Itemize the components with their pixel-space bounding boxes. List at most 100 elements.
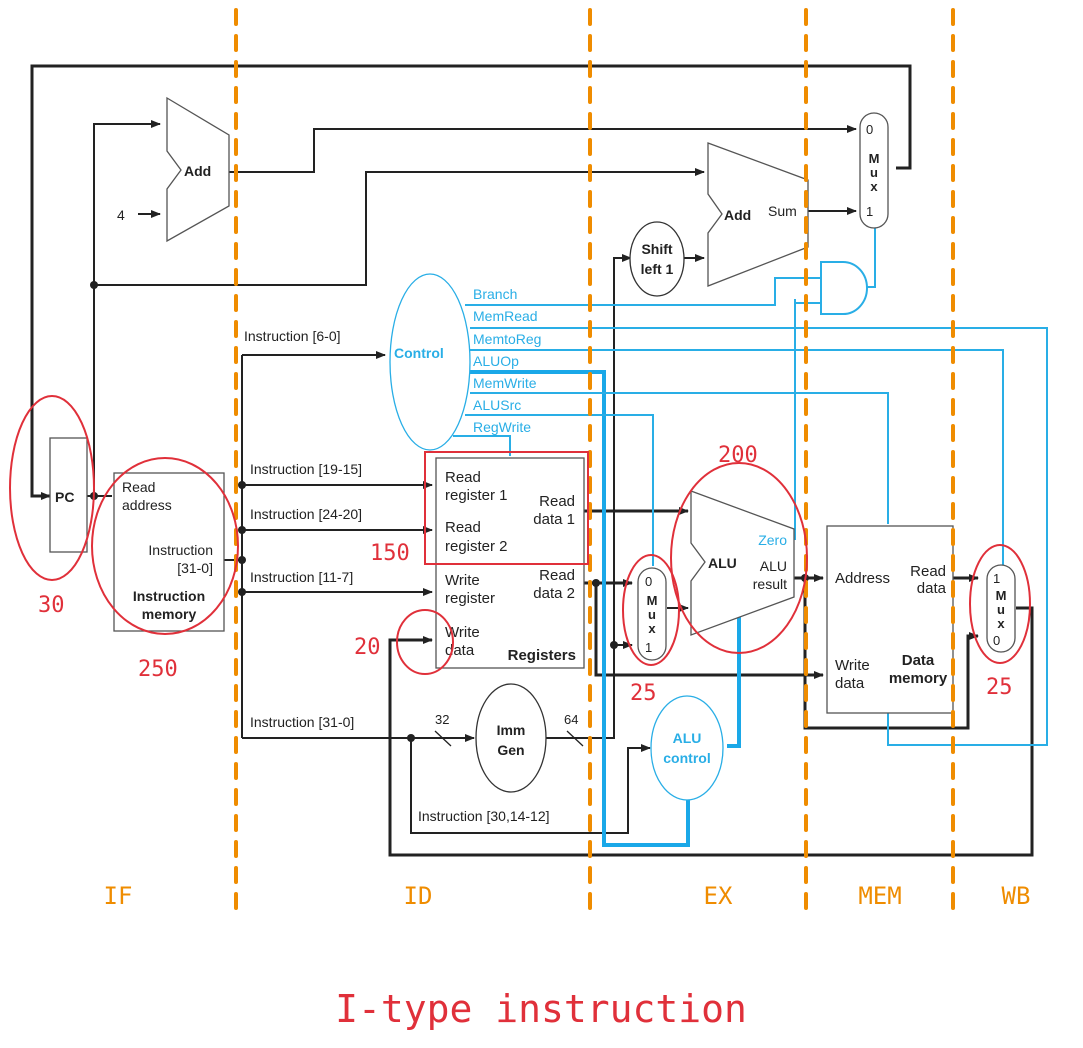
reg-read-register-1-label: Read <box>445 469 481 486</box>
im-instruction-bits-label: [31-0] <box>177 560 213 576</box>
pc-mux-input-1: 1 <box>866 204 873 219</box>
shift-left-unit[interactable] <box>629 221 685 297</box>
pc-adder-label: Add <box>184 163 211 179</box>
dm-name-label-2: memory <box>889 670 948 687</box>
imem-highlight <box>91 457 239 635</box>
bus-width-in: 32 <box>435 712 449 727</box>
shift-left-label-2: left 1 <box>641 261 674 277</box>
pc-label: PC <box>55 489 74 505</box>
reg-write-data-label: Write <box>445 624 480 641</box>
latency-wb-mux: 25 <box>986 675 1013 700</box>
alu[interactable] <box>690 490 795 636</box>
alu-control-label-2: control <box>663 750 710 766</box>
junction-dot <box>238 556 246 564</box>
control-unit[interactable] <box>389 273 471 451</box>
pc-highlight <box>9 395 95 581</box>
wire-memread <box>470 327 1048 746</box>
stage-labels: IF ID EX MEM WB <box>104 882 1031 910</box>
stage-dividers <box>234 8 955 922</box>
wire-and-to-mux <box>866 225 876 288</box>
mux-letter: x <box>997 616 1005 631</box>
alu-mux-highlight <box>622 554 680 666</box>
wb-mux-highlight <box>969 544 1031 664</box>
latency-register-read: 150 <box>370 541 410 566</box>
reg-write-highlight <box>396 609 454 675</box>
mux-letter: x <box>870 179 878 194</box>
bus-slash-32 <box>434 730 452 747</box>
alu-control-unit[interactable] <box>650 695 724 801</box>
stage-mem-label: MEM <box>858 882 901 910</box>
latency-register-write: 20 <box>354 635 381 660</box>
im-read-address-label: Read <box>122 479 155 495</box>
reg-read-highlight <box>424 451 589 565</box>
pc-mux[interactable] <box>859 112 889 229</box>
stage-ex-label: EX <box>704 882 733 910</box>
imm-gen-label-2: Gen <box>497 742 524 758</box>
wire-imm-out <box>546 254 632 739</box>
alu-result-label: ALU <box>760 558 787 574</box>
wire-branch <box>465 277 820 306</box>
im-name-label-2: memory <box>142 606 197 622</box>
branch-adder[interactable] <box>707 142 809 287</box>
im-read-address-label-2: address <box>122 497 172 513</box>
signal-aluop: ALUOp <box>473 353 519 369</box>
constant-four-label: 4 <box>117 207 125 223</box>
wire-pc-plus-4 <box>229 125 857 173</box>
control-signal-labels: Branch MemRead MemtoReg ALUOp MemWrite A… <box>473 286 541 435</box>
branch-adder-label: Add <box>724 207 751 223</box>
signal-alusrc: ALUSrc <box>473 397 521 413</box>
field-rd-label: Instruction [11-7] <box>250 569 353 585</box>
latency-alu-mux: 25 <box>630 681 657 706</box>
mux-letter: u <box>870 165 878 180</box>
write-back-mux[interactable] <box>986 564 1016 653</box>
data-memory[interactable] <box>826 525 954 714</box>
pc-mux-input-0: 0 <box>866 122 873 137</box>
wb-mux-input-0: 0 <box>993 633 1000 648</box>
reg-read-register-2-label-2: register 2 <box>445 538 508 555</box>
alu-label: ALU <box>708 555 737 571</box>
reg-read-register-1-label-2: register 1 <box>445 487 508 504</box>
signal-memtoreg: MemtoReg <box>473 331 541 347</box>
imm-gen[interactable] <box>475 683 547 793</box>
alu-src-mux[interactable] <box>637 567 667 661</box>
branch-and-gate[interactable] <box>820 261 868 315</box>
wire-pc-to-adder <box>93 120 161 496</box>
wire-aluop <box>470 370 690 847</box>
signal-memread: MemRead <box>473 308 538 324</box>
dm-read-data-label-2: data <box>917 580 947 597</box>
wire-alu-bypass <box>803 578 979 730</box>
stage-id-label: ID <box>404 882 433 910</box>
mux-letter: M <box>647 593 658 608</box>
signal-regwrite: RegWrite <box>473 419 531 435</box>
wire-memwrite <box>470 392 889 524</box>
signal-memwrite: MemWrite <box>473 375 537 391</box>
mux-letter: M <box>869 151 880 166</box>
branch-adder-sum-label: Sum <box>768 203 797 219</box>
latency-pc: 30 <box>38 593 65 618</box>
mux-letter: M <box>996 588 1007 603</box>
instruction-memory[interactable] <box>113 472 225 632</box>
dm-read-data-label: Read <box>910 563 946 580</box>
reg-read-data-2-label-2: data 2 <box>533 585 575 602</box>
diagram-title: I-type instruction <box>335 987 747 1031</box>
dm-name-label: Data <box>902 652 935 669</box>
field-rs2-label: Instruction [24-20] <box>250 506 362 522</box>
alu-mux-input-1: 1 <box>645 640 652 655</box>
wire-next-pc <box>30 64 912 500</box>
latency-alu: 200 <box>718 443 758 468</box>
pc-register[interactable] <box>49 437 88 553</box>
stage-if-label: IF <box>104 882 133 910</box>
reg-read-data-2-label: Read <box>539 567 575 584</box>
shift-left-label: Shift <box>641 241 672 257</box>
mux-letter: u <box>648 607 656 622</box>
wire-write-data-mem <box>594 583 824 679</box>
latency-annotations: 30 250 150 20 200 25 25 <box>9 395 1031 706</box>
imm-gen-label: Imm <box>497 722 526 738</box>
wire-alu-control-out <box>727 613 741 748</box>
field-funct-label: Instruction [30,14-12] <box>418 808 550 824</box>
pc-adder[interactable] <box>166 96 230 243</box>
dm-write-data-label: Write <box>835 657 870 674</box>
wire-funct <box>410 738 651 834</box>
alu-control-label: ALU <box>673 730 702 746</box>
reg-write-register-label-2: register <box>445 590 495 607</box>
